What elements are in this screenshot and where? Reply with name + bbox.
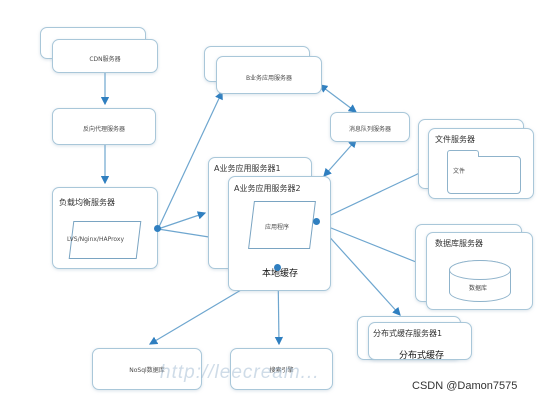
message-queue-label: 消息队列服务器 bbox=[348, 126, 391, 133]
link-lb-to-a-app1 bbox=[157, 211, 207, 230]
message-queue-server[interactable]: 消息队列服务器 bbox=[330, 112, 410, 142]
a-app-server-2-label: A业务应用服务器2 bbox=[234, 184, 301, 193]
reverse-proxy-server[interactable]: 反向代理服务器 bbox=[52, 108, 156, 145]
database-icon bbox=[449, 260, 511, 302]
watermark: http://leecream... bbox=[160, 362, 320, 383]
reverse-proxy-label: 反向代理服务器 bbox=[82, 126, 125, 133]
file-server[interactable]: 文件服务器 文件 bbox=[428, 128, 534, 199]
link-b-app-to-mq bbox=[319, 84, 357, 113]
file-label: 文件 bbox=[453, 168, 466, 175]
lb-connector-dot bbox=[154, 225, 161, 232]
dist-cache-server-label: 分布式缓存服务器1 bbox=[373, 329, 443, 338]
dist-cache-label: 分布式缓存 bbox=[399, 351, 445, 361]
database-label: 数据库 bbox=[469, 285, 488, 292]
link-mq-to-a-app bbox=[323, 139, 357, 177]
database-top bbox=[449, 260, 511, 280]
link-app-to-file bbox=[315, 169, 428, 223]
cdn-server[interactable]: CDN服务器 bbox=[52, 39, 158, 73]
a-app-server-2[interactable]: A业务应用服务器2 应用程序 本地缓存 bbox=[228, 176, 331, 291]
load-balancer-label: 负载均衡服务器 bbox=[59, 198, 115, 207]
b-app-server-label: B业务应用服务器 bbox=[245, 75, 293, 82]
app-connector-dot-bottom bbox=[274, 264, 281, 271]
local-cache-label: 本地缓存 bbox=[262, 269, 299, 279]
db-server[interactable]: 数据库服务器 数据库 bbox=[426, 232, 533, 310]
app-connector-dot-right bbox=[313, 218, 320, 225]
lb-software-label: LVS/Nginx/HAProxy bbox=[67, 236, 125, 243]
search-engine-server[interactable]: 搜索引擎 bbox=[230, 348, 333, 390]
csdn-credit: CSDN @Damon7575 bbox=[412, 380, 518, 392]
load-balancer-server[interactable]: 负载均衡服务器 LVS/Nginx/HAProxy bbox=[52, 187, 158, 269]
b-app-server[interactable]: B业务应用服务器 bbox=[216, 56, 322, 94]
folder-icon bbox=[447, 150, 521, 194]
cdn-server-label: CDN服务器 bbox=[89, 56, 121, 63]
a-app-server-1-label: A业务应用服务器1 bbox=[214, 164, 281, 173]
nosql-db-label: NoSql数据库 bbox=[129, 367, 165, 374]
search-engine-label: 搜索引擎 bbox=[269, 367, 294, 374]
db-server-label: 数据库服务器 bbox=[435, 239, 483, 248]
dist-cache-server[interactable]: 分布式缓存服务器1 分布式缓存 bbox=[368, 322, 472, 361]
link-app-to-db bbox=[315, 221, 428, 268]
file-server-label: 文件服务器 bbox=[435, 135, 475, 144]
app-program-label: 应用程序 bbox=[265, 224, 290, 231]
nosql-db-server[interactable]: NoSql数据库 bbox=[92, 348, 202, 390]
